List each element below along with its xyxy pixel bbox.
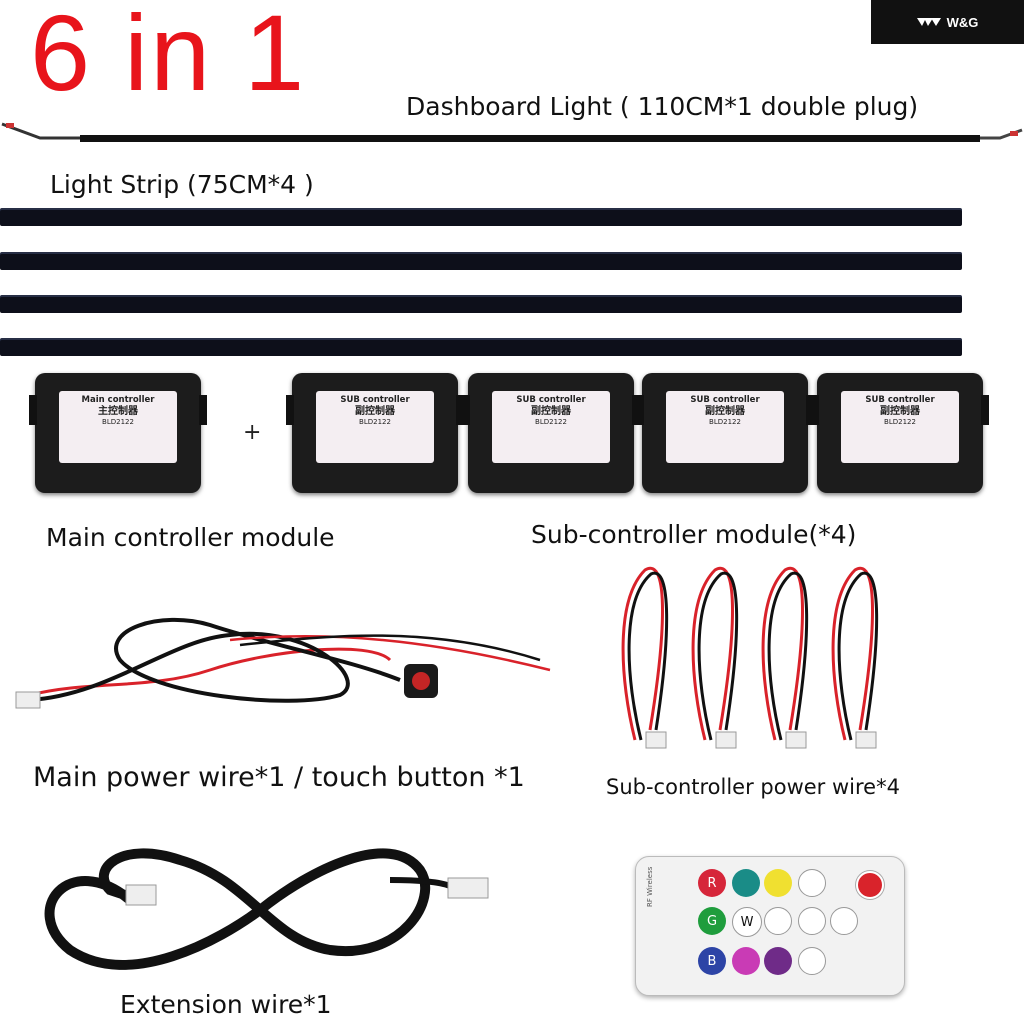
sub-power-caption: Sub-controller power wire*4 <box>606 775 900 799</box>
main-module-cn: 主控制器 <box>98 405 138 417</box>
main-module-code: BLD2122 <box>102 418 134 427</box>
remote-button-teal[interactable] <box>732 869 760 897</box>
dashboard-light-caption: Dashboard Light ( 110CM*1 double plug) <box>406 92 919 121</box>
remote-button-yellow[interactable] <box>764 869 792 897</box>
sub-module-code: BLD2122 <box>359 418 391 427</box>
dashboard-light-strip <box>1 122 1023 142</box>
sub-module-en: SUB controller <box>690 395 760 405</box>
remote-button-r[interactable]: R <box>698 869 726 897</box>
remote-button-purple[interactable] <box>764 947 792 975</box>
page-title: 6 in 1 <box>30 0 307 113</box>
main-controller-module: Main controller 主控制器 BLD2122 <box>29 373 207 493</box>
sub-module-cn: 副控制器 <box>705 405 745 417</box>
wings-logo-icon <box>916 18 941 26</box>
remote-button-magenta[interactable] <box>732 947 760 975</box>
sub-module-code: BLD2122 <box>709 418 741 427</box>
brand-name: W&G <box>946 14 979 30</box>
sub-module-code: BLD2122 <box>535 418 567 427</box>
main-module-en: Main controller <box>81 395 155 405</box>
sub-module-en: SUB controller <box>516 395 586 405</box>
light-strip-caption: Light Strip (75CM*4 ) <box>50 170 314 199</box>
remote-button-right[interactable] <box>830 907 858 935</box>
sub-controller-caption: Sub-controller module(*4) <box>531 520 857 549</box>
remote-button-center[interactable] <box>798 907 826 935</box>
light-strip-2 <box>0 252 962 270</box>
extension-caption: Extension wire*1 <box>120 990 332 1019</box>
extension-wire <box>44 848 489 970</box>
sub-power-wires <box>621 566 879 749</box>
main-power-caption: Main power wire*1 / touch button *1 <box>33 762 525 793</box>
main-controller-caption: Main controller module <box>46 523 335 552</box>
remote-button-up[interactable] <box>798 869 826 897</box>
remote-button-down[interactable] <box>798 947 826 975</box>
light-strip-1 <box>0 208 962 226</box>
plus-sign: + <box>243 420 262 445</box>
sub-module-cn: 副控制器 <box>355 405 395 417</box>
main-power-wire <box>15 617 551 709</box>
remote-button-w[interactable]: W <box>732 907 762 937</box>
power-button-icon[interactable] <box>856 871 884 899</box>
sub-module-en: SUB controller <box>340 395 410 405</box>
remote-brand: RF Wireless <box>646 866 654 907</box>
sub-module-code: BLD2122 <box>884 418 916 427</box>
remote-button-b[interactable]: B <box>698 947 726 975</box>
light-strip-3 <box>0 295 962 313</box>
light-strip-4 <box>0 338 962 356</box>
rf-remote-control: RF Wireless R G W B <box>635 856 905 996</box>
remote-button-left[interactable] <box>764 907 792 935</box>
sub-module-en: SUB controller <box>865 395 935 405</box>
brand-logo: W&G <box>871 0 1024 44</box>
sub-module-cn: 副控制器 <box>880 405 920 417</box>
sub-module-cn: 副控制器 <box>531 405 571 417</box>
remote-button-g[interactable]: G <box>698 907 726 935</box>
